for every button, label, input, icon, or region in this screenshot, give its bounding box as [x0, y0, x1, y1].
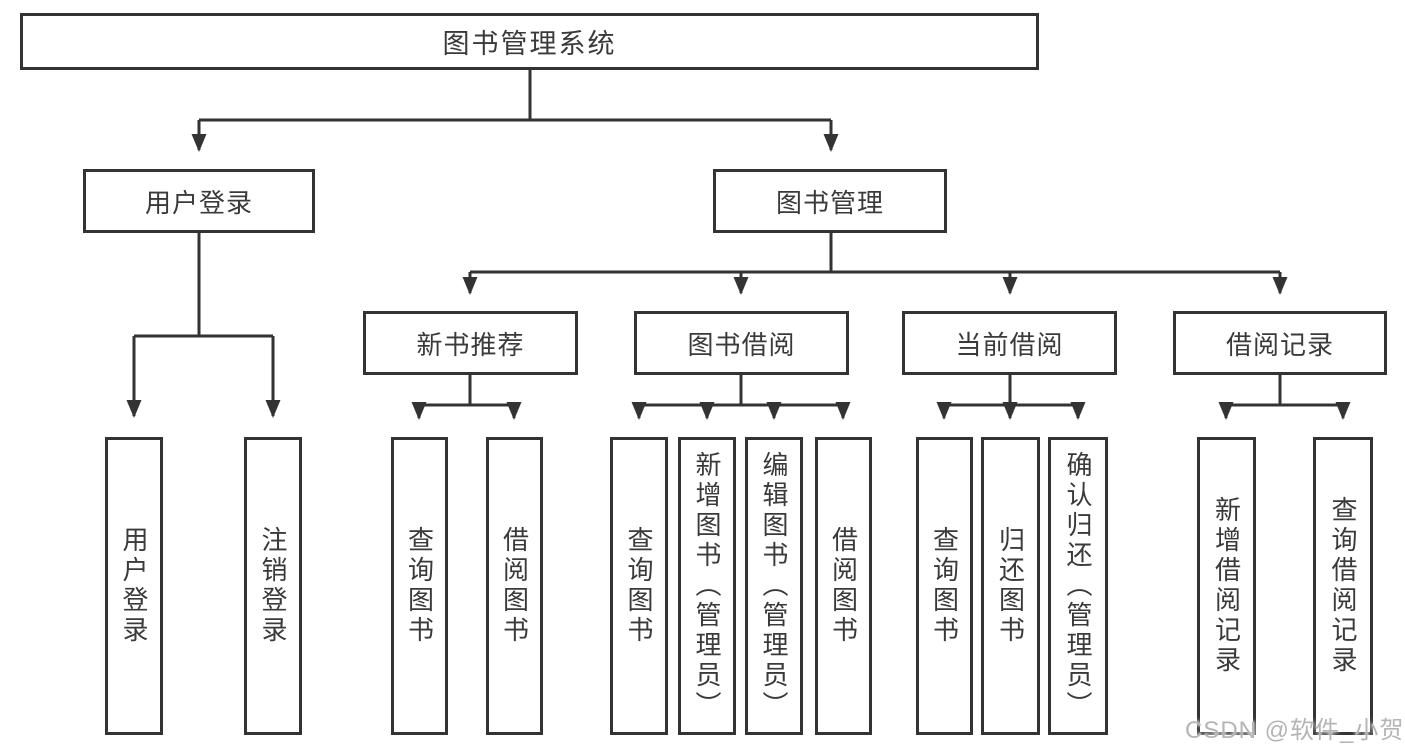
leaf-query-books-recommend: 查询图书	[391, 437, 448, 735]
leaf-confirm-return-admin: 确认归还（管理员）	[1048, 437, 1108, 735]
connector-book-mgmt	[462, 233, 1288, 295]
leaf-add-book-admin: 新增图书（管理员）	[678, 437, 736, 735]
leaf-logout: 注销登录	[244, 437, 302, 735]
csdn-watermark: CSDN @软件_小贺同学	[1185, 717, 1405, 744]
node-current-borrowing: 当前借阅	[902, 311, 1117, 375]
node-book-borrowing: 图书借阅	[634, 311, 849, 375]
leaf-borrow-books-recommend: 借阅图书	[486, 437, 543, 735]
connector-new-book-rec	[411, 375, 522, 420]
connector-user-login	[126, 233, 281, 418]
node-root-system: 图书管理系统	[20, 13, 1039, 70]
connector-current-borrow	[936, 375, 1086, 420]
leaf-query-borrow-record: 查询借阅记录	[1313, 437, 1373, 735]
leaf-query-books-current: 查询图书	[916, 437, 973, 735]
leaf-return-book: 归还图书	[981, 437, 1040, 735]
leaf-add-borrow-record: 新增借阅记录	[1197, 437, 1256, 735]
connector-book-borrow	[631, 375, 851, 420]
node-book-management: 图书管理	[713, 169, 947, 233]
leaf-edit-book-admin: 编辑图书（管理员）	[745, 437, 803, 735]
leaf-query-books-borrow: 查询图书	[610, 437, 668, 735]
node-new-book-recommend: 新书推荐	[363, 311, 578, 375]
connector-root	[191, 70, 839, 152]
node-user-login: 用户登录	[83, 169, 315, 233]
leaf-borrow-books: 借阅图书	[815, 437, 872, 735]
node-borrow-records: 借阅记录	[1173, 311, 1387, 375]
connector-borrow-records	[1218, 375, 1351, 420]
leaf-user-login: 用户登录	[105, 437, 163, 735]
